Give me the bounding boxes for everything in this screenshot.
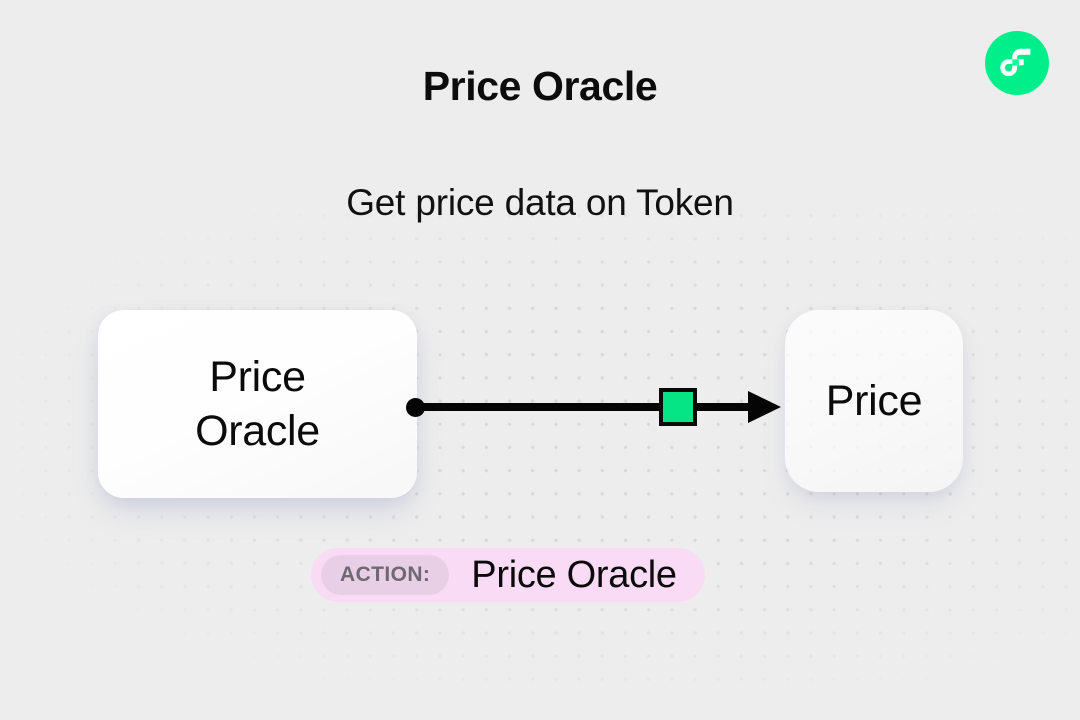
edge-source-dot-icon[interactable] <box>406 398 425 417</box>
page-subtitle: Get price data on Token <box>346 182 734 223</box>
flow-node-source-label: Price Oracle <box>195 352 320 455</box>
action-badge-tag: ACTION: <box>321 555 450 595</box>
flow-node-target-label: Price <box>825 376 923 425</box>
action-badge-value: Price Oracle <box>471 553 677 596</box>
edge-gate-square-icon[interactable] <box>659 388 697 426</box>
flow-node-price-oracle[interactable]: Price Oracle <box>98 310 417 498</box>
edge-connector-line <box>415 403 755 411</box>
page-title: Price Oracle <box>422 63 658 109</box>
edge-arrowhead-icon <box>748 391 781 423</box>
flow-logo-icon <box>985 31 1049 95</box>
action-badge[interactable]: ACTION: Price Oracle <box>311 548 705 602</box>
flow-node-price[interactable]: Price <box>785 310 963 492</box>
